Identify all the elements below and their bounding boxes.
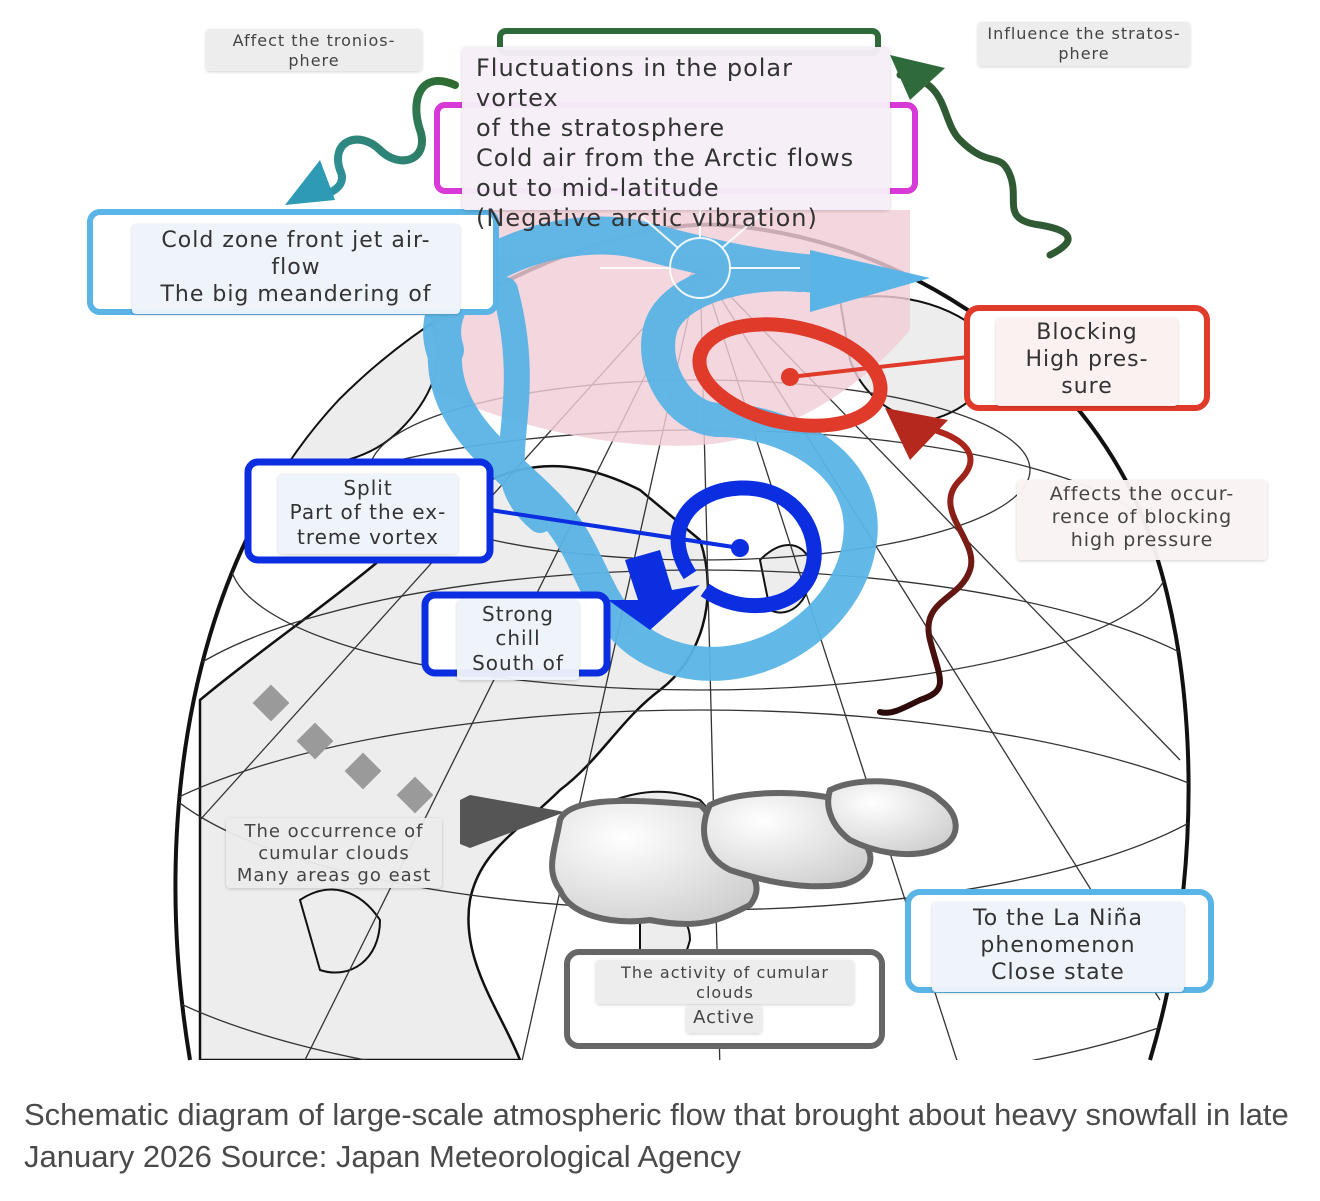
wave-right-top-icon xyxy=(896,71,1072,259)
split-vortex-symbol xyxy=(489,480,822,630)
wave-left-arrowhead xyxy=(285,160,335,205)
jet-arrowhead xyxy=(810,250,930,312)
wave-right-bottom-arrowhead xyxy=(885,408,948,460)
label-active: Active xyxy=(686,1005,762,1033)
label-strong-chill: Strong chill South of xyxy=(457,600,579,680)
label-influence-stratosphere: Influence the stratos- phere xyxy=(978,22,1190,66)
blocking-high-symbol xyxy=(692,317,969,433)
label-la-nina: To the La Niña phenomenon Close state xyxy=(932,902,1184,992)
label-cumular-occurrence: The occurrence of cumular clouds Many ar… xyxy=(226,818,442,888)
label-jet-airflow: Cold zone front jet air- flow The big me… xyxy=(132,224,460,314)
eastward-arrow-icon xyxy=(460,795,565,848)
wave-left-icon xyxy=(296,77,459,201)
cumulus-clouds xyxy=(549,778,959,928)
figure-caption: Schematic diagram of large-scale atmosph… xyxy=(24,1097,1289,1175)
label-blocking-high: Blocking High pres- sure xyxy=(996,318,1178,406)
label-polar-vortex: Fluctuations in the polar vortex of the … xyxy=(462,47,890,232)
cumulus-diamonds xyxy=(252,684,434,814)
label-split-vortex: Split Part of the ex- treme vortex xyxy=(278,474,458,554)
pole-marker xyxy=(600,210,800,299)
cold-air-arrow-icon xyxy=(608,550,700,630)
wave-right-bottom-icon xyxy=(877,422,975,716)
label-affect-troposphere: Affect the tronios- phere xyxy=(206,29,422,71)
label-affects-blocking: Affects the occur- rence of blocking hig… xyxy=(1017,480,1267,560)
wave-right-top-arrowhead xyxy=(890,55,945,100)
label-cloud-activity: The activity of cumular clouds xyxy=(596,960,854,1004)
